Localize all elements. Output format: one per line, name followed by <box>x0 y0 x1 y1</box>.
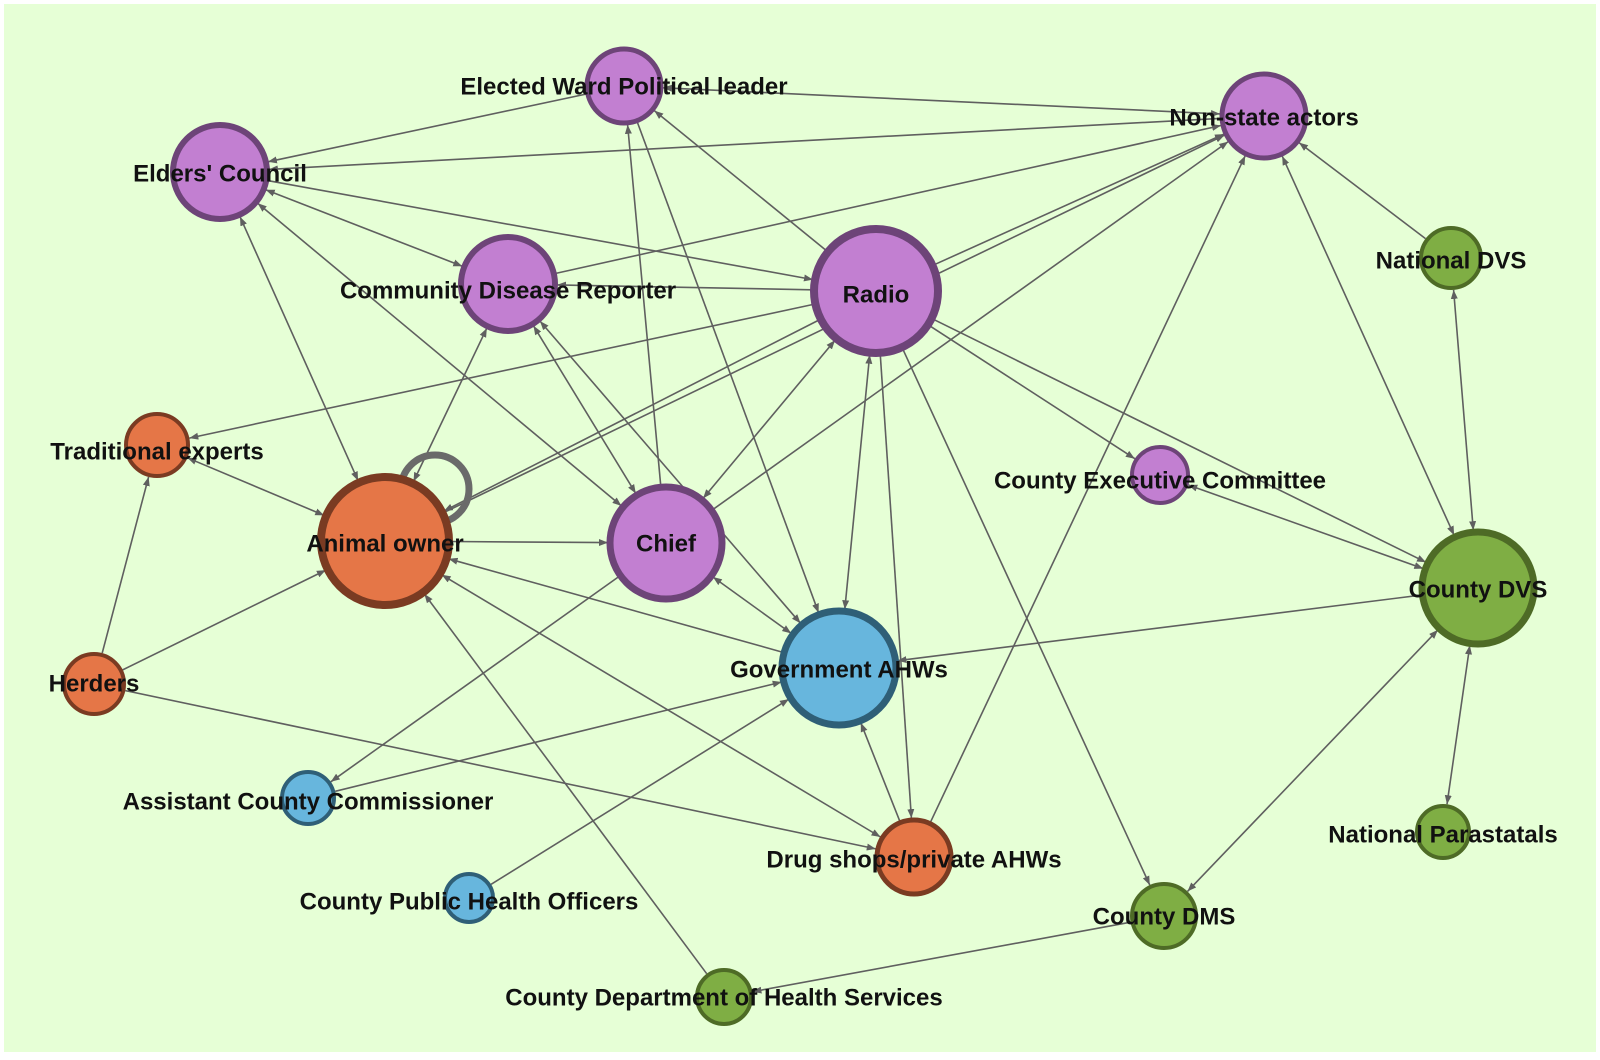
edge-chief-to-government-ahws <box>712 576 792 635</box>
node-drug-shops-private-ahws[interactable] <box>874 817 954 897</box>
node-county-dvs[interactable] <box>1418 528 1538 648</box>
edge-county-dms-to-county-department-of-health-services <box>752 921 1131 994</box>
node-county-department-of-health-services[interactable] <box>695 968 753 1026</box>
edge-elected-ward-political-leader-to-elders-council <box>267 93 587 164</box>
node-label-elders-council: Elders' Council <box>133 160 307 187</box>
edge-radio-to-traditional-experts <box>189 303 814 440</box>
node-assistant-county-commissioner[interactable] <box>280 770 336 826</box>
node-animal-owner[interactable] <box>317 473 453 609</box>
edge-elected-ward-political-leader-to-non-state-actors <box>662 84 1221 117</box>
edge-herders-to-drug-shops-private-ahws <box>125 689 876 851</box>
edge-drug-shops-private-ahws-to-non-state-actors <box>929 155 1246 823</box>
node-chief[interactable] <box>606 483 726 603</box>
edge-elders-council-to-community-disease-reporter <box>265 189 463 267</box>
edge-radio-to-elected-ward-political-leader <box>653 109 827 252</box>
node-county-executive-committee[interactable] <box>1130 445 1190 505</box>
node-non-state-actors[interactable] <box>1219 71 1309 161</box>
edge-county-dvs-to-non-state-actors <box>1281 155 1455 536</box>
node-label-animal-owner: Animal owner <box>306 530 463 557</box>
edge-chief-to-elected-ward-political-leader <box>624 124 662 486</box>
node-community-disease-reporter[interactable] <box>458 234 558 334</box>
node-label-county-dms: County DMS <box>1093 903 1236 930</box>
node-elected-ward-political-leader[interactable] <box>584 46 664 126</box>
node-county-dms[interactable] <box>1130 882 1198 950</box>
edge-radio-to-community-disease-reporter <box>556 281 813 291</box>
node-national-parastatals[interactable] <box>1415 804 1471 860</box>
edge-radio-to-county-executive-committee <box>929 325 1136 460</box>
node-national-dvs[interactable] <box>1419 226 1483 290</box>
node-radio[interactable] <box>810 225 942 357</box>
node-elders-council[interactable] <box>170 122 270 222</box>
node-label-assistant-county-commissioner: Assistant County Commissioner <box>123 788 494 815</box>
edge-chief-to-non-state-actors <box>712 140 1229 510</box>
edge-herders-to-animal-owner <box>122 569 327 671</box>
node-label-government-ahws: Government AHWs <box>730 656 948 683</box>
edge-national-dvs-to-county-dvs <box>1450 289 1477 531</box>
node-label-radio: Radio <box>843 281 910 308</box>
node-label-national-parastatals: National Parastatals <box>1328 821 1557 848</box>
node-label-national-dvs: National DVS <box>1376 247 1527 274</box>
edge-herders-to-traditional-experts <box>101 476 150 654</box>
edge-non-state-actors-to-elders-council <box>268 117 1221 173</box>
node-label-elected-ward-political-leader: Elected Ward Political leader <box>460 73 787 100</box>
edge-radio-to-government-ahws <box>842 354 873 610</box>
node-label-community-disease-reporter: Community Disease Reporter <box>340 277 676 304</box>
node-label-county-public-health-officers: County Public Health Officers <box>300 888 639 915</box>
node-label-drug-shops-private-ahws: Drug shops/private AHWs <box>766 846 1061 873</box>
node-label-county-executive-committee: County Executive Committee <box>994 467 1326 494</box>
edge-drug-shops-private-ahws-to-animal-owner <box>441 574 881 838</box>
edge-county-dvs-to-county-executive-committee <box>1188 484 1424 570</box>
edge-community-disease-reporter-to-chief <box>532 325 637 494</box>
edge-assistant-county-commissioner-to-government-ahws <box>335 680 782 793</box>
edge-community-disease-reporter-to-government-ahws <box>539 320 802 624</box>
node-label-herders: Herders <box>49 670 140 697</box>
edge-radio-to-non-state-actors <box>933 133 1225 266</box>
node-label-chief: Chief <box>636 530 697 557</box>
nodes-layer <box>62 46 1538 1026</box>
edge-radio-to-animal-owner <box>443 319 820 512</box>
edge-community-disease-reporter-to-non-state-actors <box>555 124 1222 275</box>
edge-chief-to-assistant-county-commissioner <box>330 575 620 783</box>
node-traditional-experts[interactable] <box>124 412 190 478</box>
node-county-public-health-officers[interactable] <box>443 872 495 924</box>
node-government-ahws[interactable] <box>778 607 900 729</box>
node-herders[interactable] <box>62 652 126 716</box>
edge-animal-owner-to-chief <box>450 539 609 547</box>
edge-drug-shops-private-ahws-to-government-ahws <box>860 722 901 821</box>
edge-radio-to-county-dms <box>902 348 1151 886</box>
edge-elders-council-to-chief <box>257 202 622 507</box>
edge-radio-to-chief <box>702 339 836 499</box>
edge-radio-to-drug-shops-private-ahws <box>879 354 915 819</box>
node-label-traditional-experts: Traditional experts <box>50 438 263 465</box>
edge-county-dvs-to-county-dms <box>1186 629 1439 892</box>
edge-radio-to-county-dvs <box>933 318 1427 564</box>
edge-national-dvs-to-non-state-actors <box>1298 141 1426 240</box>
node-label-non-state-actors: Non-state actors <box>1169 104 1358 131</box>
edge-county-dvs-to-national-parastatals <box>1444 645 1472 805</box>
node-label-county-dvs: County DVS <box>1409 576 1548 603</box>
node-label-county-department-of-health-services: County Department of Health Services <box>505 984 942 1011</box>
edge-county-public-health-officers-to-government-ahws <box>490 698 790 885</box>
edge-traditional-experts-to-animal-owner <box>187 457 325 517</box>
edge-county-dvs-to-government-ahws <box>897 594 1421 664</box>
